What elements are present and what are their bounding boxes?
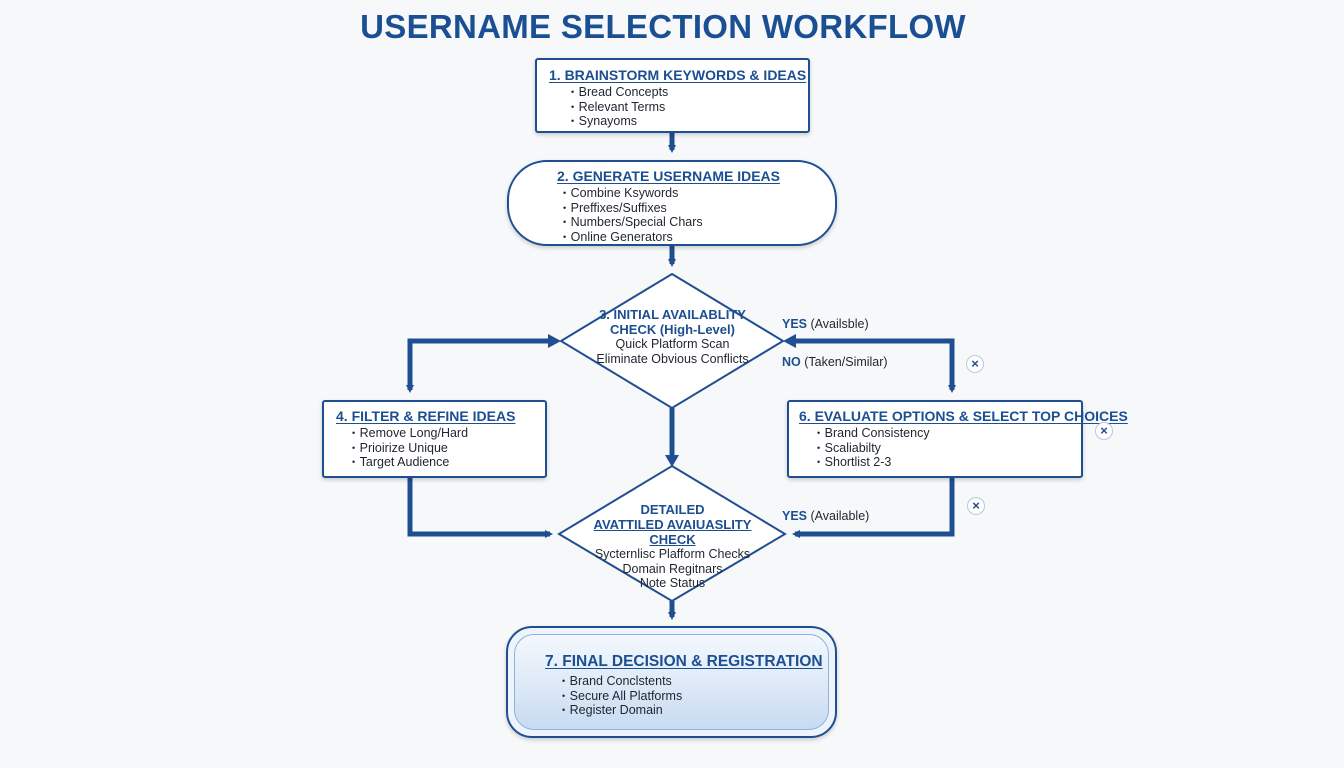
close-icon[interactable]: × bbox=[967, 497, 985, 515]
step-filter-title: 4. FILTER & REFINE IDEAS bbox=[336, 408, 516, 424]
list-item: Quick Platform Scan bbox=[615, 337, 730, 351]
list-item: Shortlist 2-3 bbox=[817, 455, 1081, 470]
connector-4-to-5 bbox=[407, 478, 553, 538]
step-initial-check-title-line: CHECK (High-Level) bbox=[610, 322, 735, 337]
close-icon[interactable]: × bbox=[966, 355, 984, 373]
edge-label-yes-initial: YES (Availsble) bbox=[782, 317, 869, 331]
edge-label-yes-detailed: YES (Available) bbox=[782, 509, 869, 523]
step-initial-check-title-line: 3. INITIAL AVAILABLITY bbox=[599, 307, 746, 322]
list-item: Relevant Terms bbox=[571, 100, 808, 115]
list-item: Remove Long/Hard bbox=[352, 426, 545, 441]
edge-label-no-initial: NO (Taken/Similar) bbox=[782, 355, 888, 369]
list-item: Combine Ksywords bbox=[563, 186, 835, 201]
step-evaluate: 6. EVALUATE OPTIONS & SELECT TOP CHOICES… bbox=[787, 400, 1128, 478]
edge-label-text: (Availsble) bbox=[810, 317, 869, 331]
step-generate-title: 2. GENERATE USERNAME IDEAS bbox=[557, 168, 780, 184]
list-item: Scaliabilty bbox=[817, 441, 1081, 456]
list-item: Synayoms bbox=[571, 114, 808, 129]
list-item: Online Generators bbox=[563, 230, 835, 245]
list-item: Brand Conclstents bbox=[562, 674, 828, 689]
step-detailed-check: DETAILED AVATTILED AVAIUASLITY CHECK Syc… bbox=[575, 502, 770, 591]
diagram-title: USERNAME SELECTION WORKFLOW bbox=[360, 8, 966, 45]
list-item: Sycternlisc Plafform Checks bbox=[594, 547, 751, 561]
step-final-title: 7. FINAL DECISION & REGISTRATION bbox=[545, 653, 823, 670]
edge-label-keyword: YES bbox=[782, 509, 808, 523]
step-filter: 4. FILTER & REFINE IDEAS Remove Long/Har… bbox=[322, 400, 547, 478]
step-initial-check: 3. INITIAL AVAILABLITY CHECK (High-Level… bbox=[580, 307, 765, 366]
arrowhead-left-into-initial bbox=[548, 334, 561, 348]
list-item: Domain Regitnars bbox=[622, 561, 723, 576]
list-item: Numbers/Special Chars bbox=[563, 215, 835, 230]
step-brainstorm: 1. BRAINSTORM KEYWORDS & IDEAS Bread Con… bbox=[535, 58, 810, 133]
list-item: Preffixes/Suffixes bbox=[563, 201, 835, 216]
arrowhead-down-into-detailed bbox=[665, 455, 679, 467]
list-item: Bread Concepts bbox=[571, 85, 808, 100]
list-item: Secure All Platforms bbox=[562, 689, 828, 704]
connector-6-to-5 bbox=[792, 478, 955, 538]
step-brainstorm-title: 1. BRAINSTORM KEYWORDS & IDEAS bbox=[549, 67, 807, 83]
list-item: Prioirize Unique bbox=[352, 441, 545, 456]
step-final: 7. FINAL DECISION & REGISTRATION Brand C… bbox=[506, 626, 837, 738]
step-evaluate-title: 6. EVALUATE OPTIONS & SELECT TOP CHOICES bbox=[799, 408, 1128, 424]
connector-3-to-6 bbox=[794, 338, 956, 393]
step-detailed-check-title-line: AVATTILED AVAIUASLITY CHECK bbox=[593, 517, 752, 547]
edge-label-text: (Available) bbox=[810, 509, 870, 523]
edge-label-keyword: YES bbox=[782, 317, 808, 331]
close-icon[interactable]: × bbox=[1095, 422, 1113, 440]
list-item: Note Status bbox=[639, 576, 706, 590]
arrowhead-right-into-initial bbox=[783, 334, 796, 348]
edge-label-text: (Taken/Similar) bbox=[804, 355, 888, 369]
step-final-panel: 7. FINAL DECISION & REGISTRATION Brand C… bbox=[514, 634, 829, 730]
connector-3-to-4 bbox=[406, 338, 550, 393]
step-generate: 2. GENERATE USERNAME IDEAS Combine Ksywo… bbox=[507, 160, 837, 246]
list-item: Register Domain bbox=[562, 703, 828, 718]
list-item: Brand Consistency bbox=[817, 426, 1081, 441]
edge-label-keyword: NO bbox=[782, 355, 801, 369]
list-item: Eliminate Obvious Conflicts bbox=[596, 351, 749, 366]
list-item: Target Audience bbox=[352, 455, 545, 470]
step-detailed-check-title-line: DETAILED bbox=[640, 502, 705, 517]
